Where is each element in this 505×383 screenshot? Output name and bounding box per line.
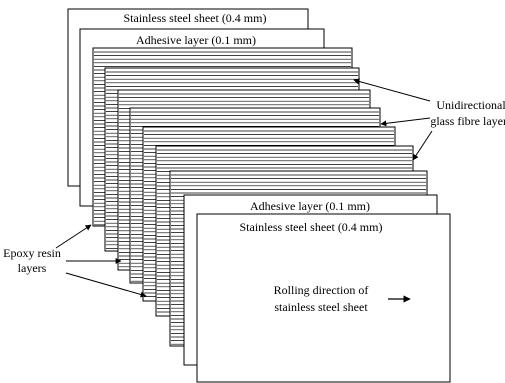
epoxy-arrow-1 (55, 224, 92, 249)
steel-sheet-top-label: Stainless steel sheet (0.4 mm) (124, 11, 267, 25)
unidirectional-arrow-1 (353, 78, 431, 102)
rolling-direction-label-line1: Rolling direction of (274, 283, 369, 297)
unidirectional-label-line1: Unidirectional (436, 98, 505, 112)
steel-sheet-bottom-label: Stainless steel sheet (0.4 mm) (240, 220, 383, 234)
unidirectional-label-line2: glass fibre layers (430, 114, 505, 128)
unidirectional-arrow-3 (412, 130, 433, 161)
steel-sheet-bottom: Stainless steel sheet (0.4 mm) (196, 213, 451, 383)
adhesive-layer-bottom-label: Adhesive layer (0.1 mm) (250, 199, 370, 213)
rolling-direction-label-line2: stainless steel sheet (274, 300, 368, 314)
epoxy-label-line1: Epoxy resin (3, 246, 61, 260)
adhesive-layer-top-label: Adhesive layer (0.1 mm) (136, 33, 256, 47)
epoxy-arrow-3 (65, 272, 147, 298)
unidirectional-arrow-2 (380, 117, 431, 127)
epoxy-label-line2: layers (18, 261, 47, 275)
